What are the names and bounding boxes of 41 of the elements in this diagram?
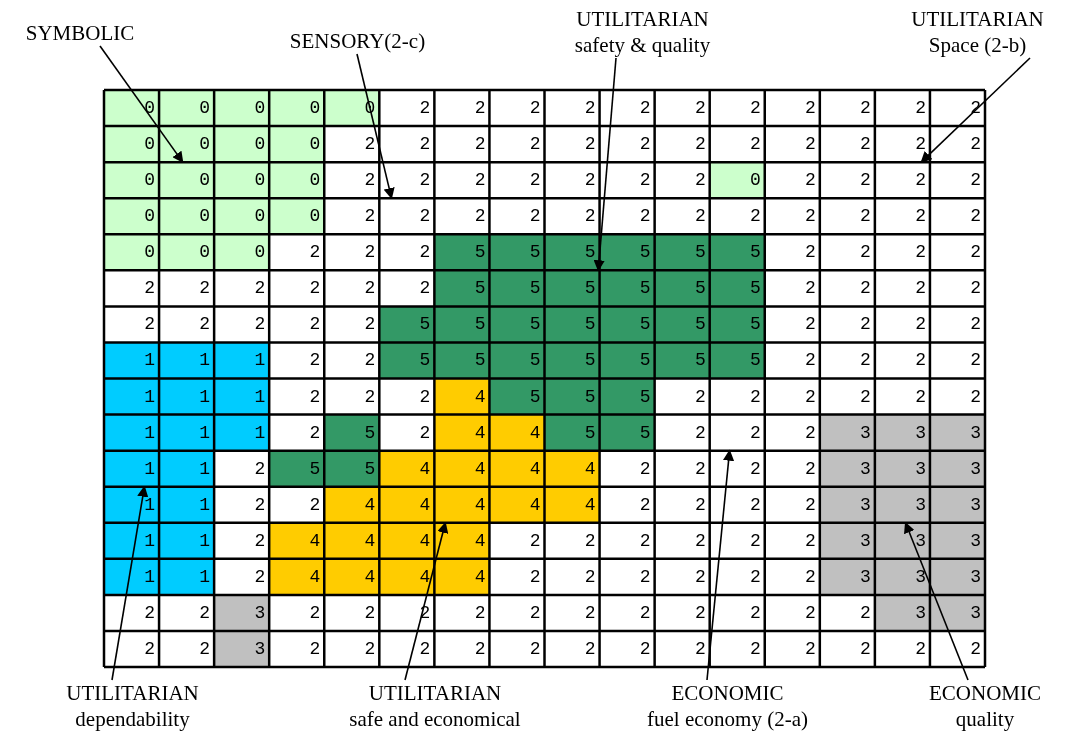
leader-arrow bbox=[904, 521, 969, 681]
leader-arrow bbox=[99, 45, 184, 164]
grid-cell: 3 bbox=[819, 522, 875, 559]
callout-label: safe and economical bbox=[348, 706, 522, 732]
grid-cell: 3 bbox=[929, 414, 985, 451]
grid-cell: 3 bbox=[874, 450, 930, 487]
callout-label: UTILITARIAN bbox=[910, 6, 1045, 32]
grid-cell: 5 bbox=[709, 270, 765, 307]
grid-cell: 3 bbox=[929, 450, 985, 487]
leader-arrow bbox=[706, 449, 735, 681]
callout-label: SYMBOLIC bbox=[24, 20, 136, 46]
grid-cell: 3 bbox=[819, 450, 875, 487]
leader-arrow bbox=[356, 53, 395, 200]
grid-cell: 3 bbox=[929, 522, 985, 559]
grid-cell: 5 bbox=[709, 306, 765, 343]
callout-label: UTILITARIAN bbox=[65, 680, 200, 706]
leader-arrow bbox=[920, 57, 1031, 163]
callout-label: dependability bbox=[74, 706, 191, 732]
callout-label: Space (2-b) bbox=[927, 32, 1028, 58]
callout-label: ECONOMIC bbox=[928, 680, 1042, 706]
leader-arrow bbox=[593, 57, 617, 272]
grid-cell: 3 bbox=[929, 486, 985, 523]
grid-cell: 3 bbox=[874, 414, 930, 451]
grid-cell: 5 bbox=[709, 342, 765, 379]
grid-cell: 3 bbox=[819, 486, 875, 523]
grid-cell: 3 bbox=[819, 558, 875, 595]
callout-label: fuel economy (2-a) bbox=[646, 706, 809, 732]
callout-label: SENSORY(2-c) bbox=[288, 28, 427, 54]
leader-arrow bbox=[111, 485, 149, 681]
callout-label: safety & quality bbox=[573, 32, 712, 58]
callout-label: UTILITARIAN bbox=[575, 6, 710, 32]
grid-cell: 3 bbox=[819, 414, 875, 451]
callout-label: quality bbox=[954, 706, 1016, 732]
callout-label: UTILITARIAN bbox=[367, 680, 503, 706]
grid-cell: 3 bbox=[874, 486, 930, 523]
grid-cell: 5 bbox=[709, 234, 765, 271]
grid-cell: 3 bbox=[929, 558, 985, 595]
grid-cell: 3 bbox=[874, 594, 930, 631]
leader-arrow bbox=[404, 521, 449, 681]
grid-cell: 0 bbox=[709, 162, 765, 199]
callout-label: ECONOMIC bbox=[670, 680, 785, 706]
